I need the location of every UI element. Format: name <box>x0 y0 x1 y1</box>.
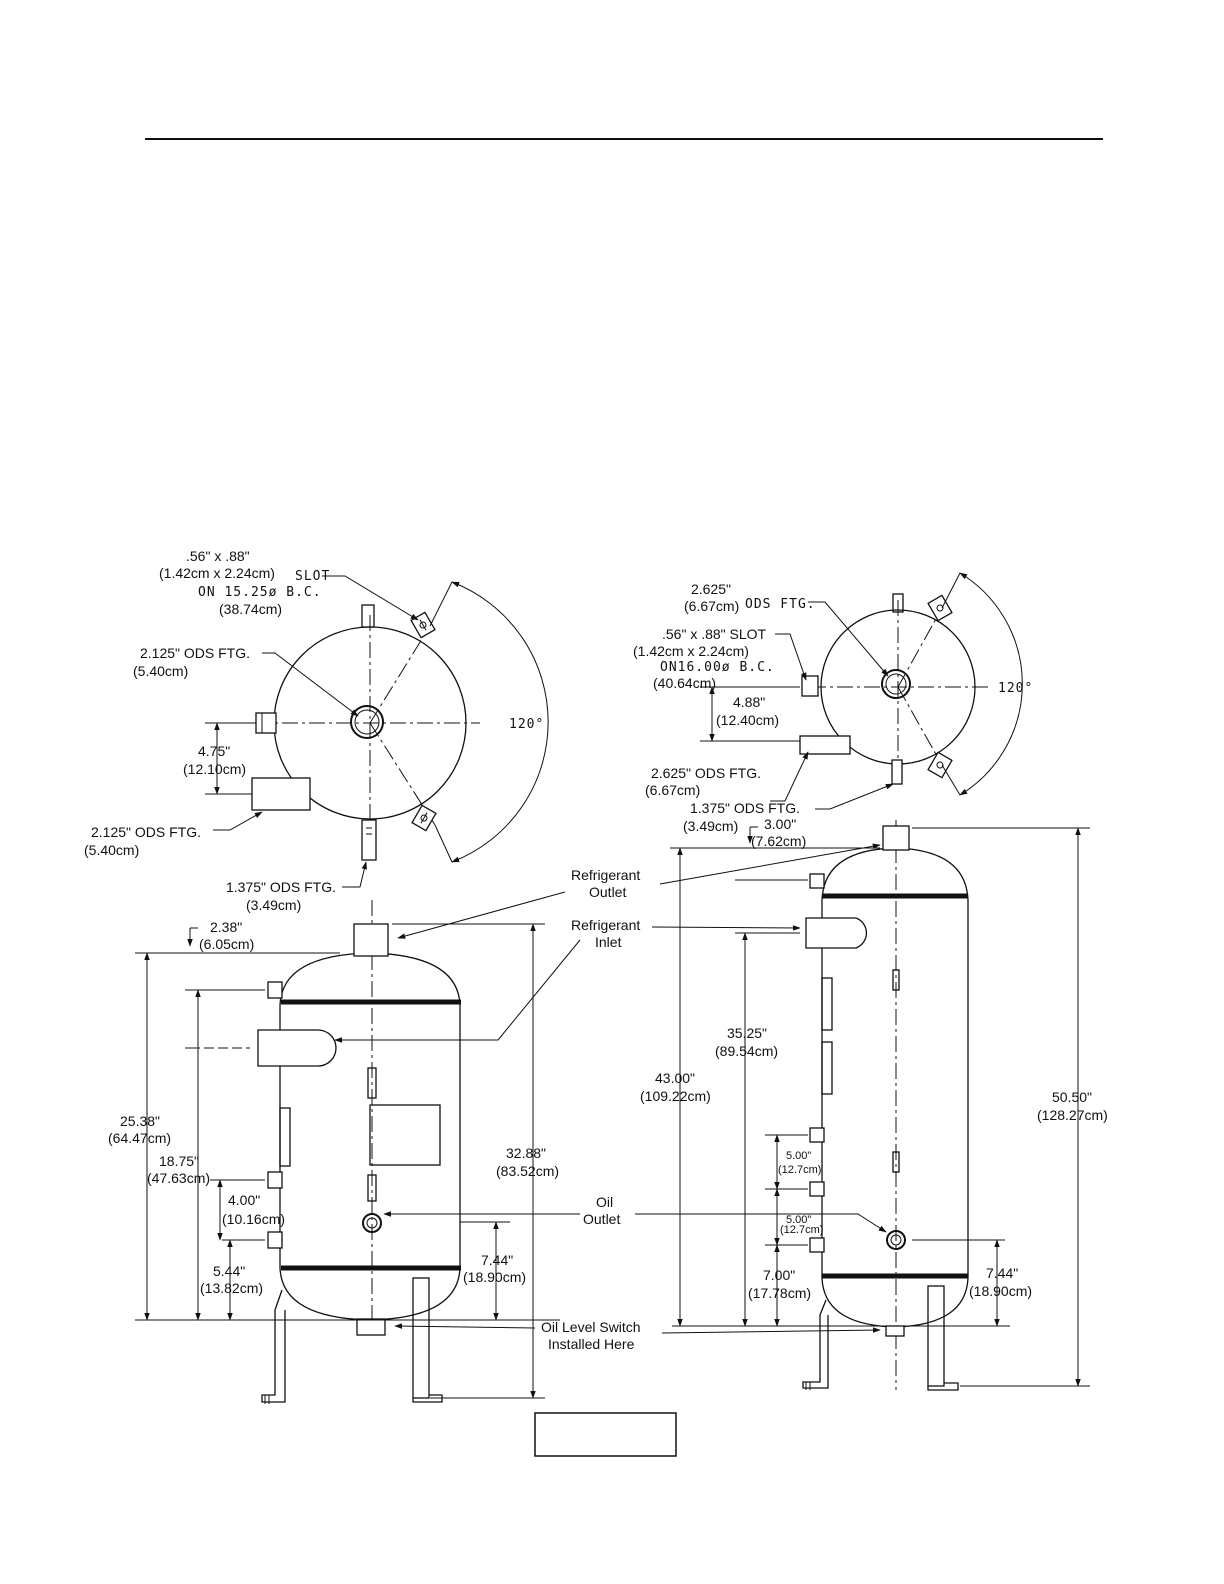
label-r-ods-bot: 1.375" ODS FTG. <box>690 800 800 816</box>
label-r-7-44-cm: (18.90cm) <box>969 1283 1032 1299</box>
label-r-35-25-cm: (89.54cm) <box>715 1043 778 1059</box>
label-r-3-00: 3.00" <box>764 816 796 832</box>
left-side-view <box>135 900 560 1404</box>
label-bolt-circle: ON 15.25ø B.C. <box>198 585 322 600</box>
callout-refrigerant-inlet-2: Inlet <box>595 934 622 950</box>
left-top-view-labels: .56" x .88" (1.42cm x 2.24cm) SLOT ON 15… <box>84 548 544 913</box>
label-r-5-00-a: 5.00" <box>786 1150 811 1162</box>
label-inlet-ftg: 2.125" ODS FTG. <box>140 645 250 661</box>
figure-caption-box <box>534 1412 677 1457</box>
callout-oil-outlet: Oil <box>596 1194 613 1210</box>
left-side-view-labels: 2.38" (6.05cm) 25.38" (64.47cm) 18.75" (… <box>108 919 559 1296</box>
center-callouts: Refrigerant Outlet Refrigerant Inlet Oil… <box>334 843 887 1352</box>
label-2-38: 2.38" <box>210 919 242 935</box>
label-4-75: 4.75" <box>198 743 230 759</box>
label-r-4-88-cm: (12.40cm) <box>716 712 779 728</box>
callout-refrigerant-outlet: Refrigerant <box>571 867 640 883</box>
label-r-43-00: 43.00" <box>655 1070 695 1086</box>
label-bolt-circle-cm: (38.74cm) <box>219 601 282 617</box>
label-5-44-cm: (13.82cm) <box>200 1280 263 1296</box>
label-r-ods-top: ODS FTG. <box>745 597 816 612</box>
right-top-view <box>700 572 1023 810</box>
label-r-5-00-a-cm: (12.7cm) <box>778 1164 821 1176</box>
label-angle-120: 120° <box>509 717 544 732</box>
label-7-44-cm: (18.90cm) <box>463 1269 526 1285</box>
label-r-4-88: 4.88" <box>733 694 765 710</box>
label-4-75-cm: (12.10cm) <box>183 761 246 777</box>
label-2-38-cm: (6.05cm) <box>199 936 254 952</box>
label-18-75: 18.75" <box>159 1153 199 1169</box>
label-r-7-00: 7.00" <box>763 1267 795 1283</box>
callout-refrigerant-outlet-2: Outlet <box>589 884 626 900</box>
label-slot-size: .56" x .88" <box>186 548 250 564</box>
label-32-88: 32.88" <box>506 1145 546 1161</box>
label-r-5-00-b-cm: (12.7cm) <box>780 1224 823 1236</box>
callout-oil-outlet-2: Outlet <box>583 1211 620 1227</box>
label-outlet-ftg-cm: (5.40cm) <box>84 842 139 858</box>
label-oil-ftg-cm: (3.49cm) <box>246 897 301 913</box>
label-r-7-00-cm: (17.78cm) <box>748 1285 811 1301</box>
callout-oil-level-switch: Oil Level Switch <box>541 1319 641 1335</box>
label-r-ods-mid-cm: (6.67cm) <box>645 782 700 798</box>
label-7-44: 7.44" <box>481 1252 513 1268</box>
label-r-50-50-cm: (128.27cm) <box>1037 1107 1108 1123</box>
label-32-88-cm: (83.52cm) <box>496 1163 559 1179</box>
label-inlet-ftg-cm: (5.40cm) <box>133 663 188 679</box>
label-slot-word: SLOT <box>295 569 330 584</box>
right-side-view <box>670 820 1090 1391</box>
label-25-38-cm: (64.47cm) <box>108 1130 171 1146</box>
label-r-ods-mid: 2.625" ODS FTG. <box>651 765 761 781</box>
label-r-bolt-circle: ON16.00ø B.C. <box>660 660 775 675</box>
label-r-3-00-cm: (7.62cm) <box>751 833 806 849</box>
label-r-slot: .56" x .88" SLOT <box>662 626 767 642</box>
label-slot-size-cm: (1.42cm x 2.24cm) <box>159 565 275 581</box>
callout-oil-level-switch-2: Installed Here <box>548 1336 635 1352</box>
label-oil-ftg: 1.375" ODS FTG. <box>226 879 336 895</box>
label-r-50-50: 50.50" <box>1052 1089 1092 1105</box>
label-4-00-cm: (10.16cm) <box>222 1211 285 1227</box>
label-r-7-44: 7.44" <box>986 1265 1018 1281</box>
right-side-view-labels: 3.00" (7.62cm) 43.00" (109.22cm) 35.25" … <box>640 816 1108 1301</box>
label-r-35-25: 35.25" <box>727 1025 767 1041</box>
label-5-44: 5.44" <box>213 1263 245 1279</box>
label-r-43-00-cm: (109.22cm) <box>640 1088 711 1104</box>
label-18-75-cm: (47.63cm) <box>147 1170 210 1186</box>
label-r-slot-cm: (1.42cm x 2.24cm) <box>633 643 749 659</box>
label-r-bolt-circle-cm: (40.64cm) <box>653 675 716 691</box>
label-outlet-ftg: 2.125" ODS FTG. <box>91 824 201 840</box>
label-r-5-00-b: 5.00" <box>786 1214 811 1226</box>
label-r-2-625: 2.625" <box>691 581 731 597</box>
left-top-view <box>205 575 549 888</box>
label-r-2-625-cm: (6.67cm) <box>684 598 739 614</box>
right-top-view-labels: 2.625" (6.67cm) ODS FTG. .56" x .88" SLO… <box>633 581 1033 834</box>
label-r-angle-120: 120° <box>998 681 1033 696</box>
callout-refrigerant-inlet: Refrigerant <box>571 917 640 933</box>
label-4-00: 4.00" <box>228 1192 260 1208</box>
label-25-38: 25.38" <box>120 1113 160 1129</box>
label-r-ods-bot-cm: (3.49cm) <box>683 818 738 834</box>
